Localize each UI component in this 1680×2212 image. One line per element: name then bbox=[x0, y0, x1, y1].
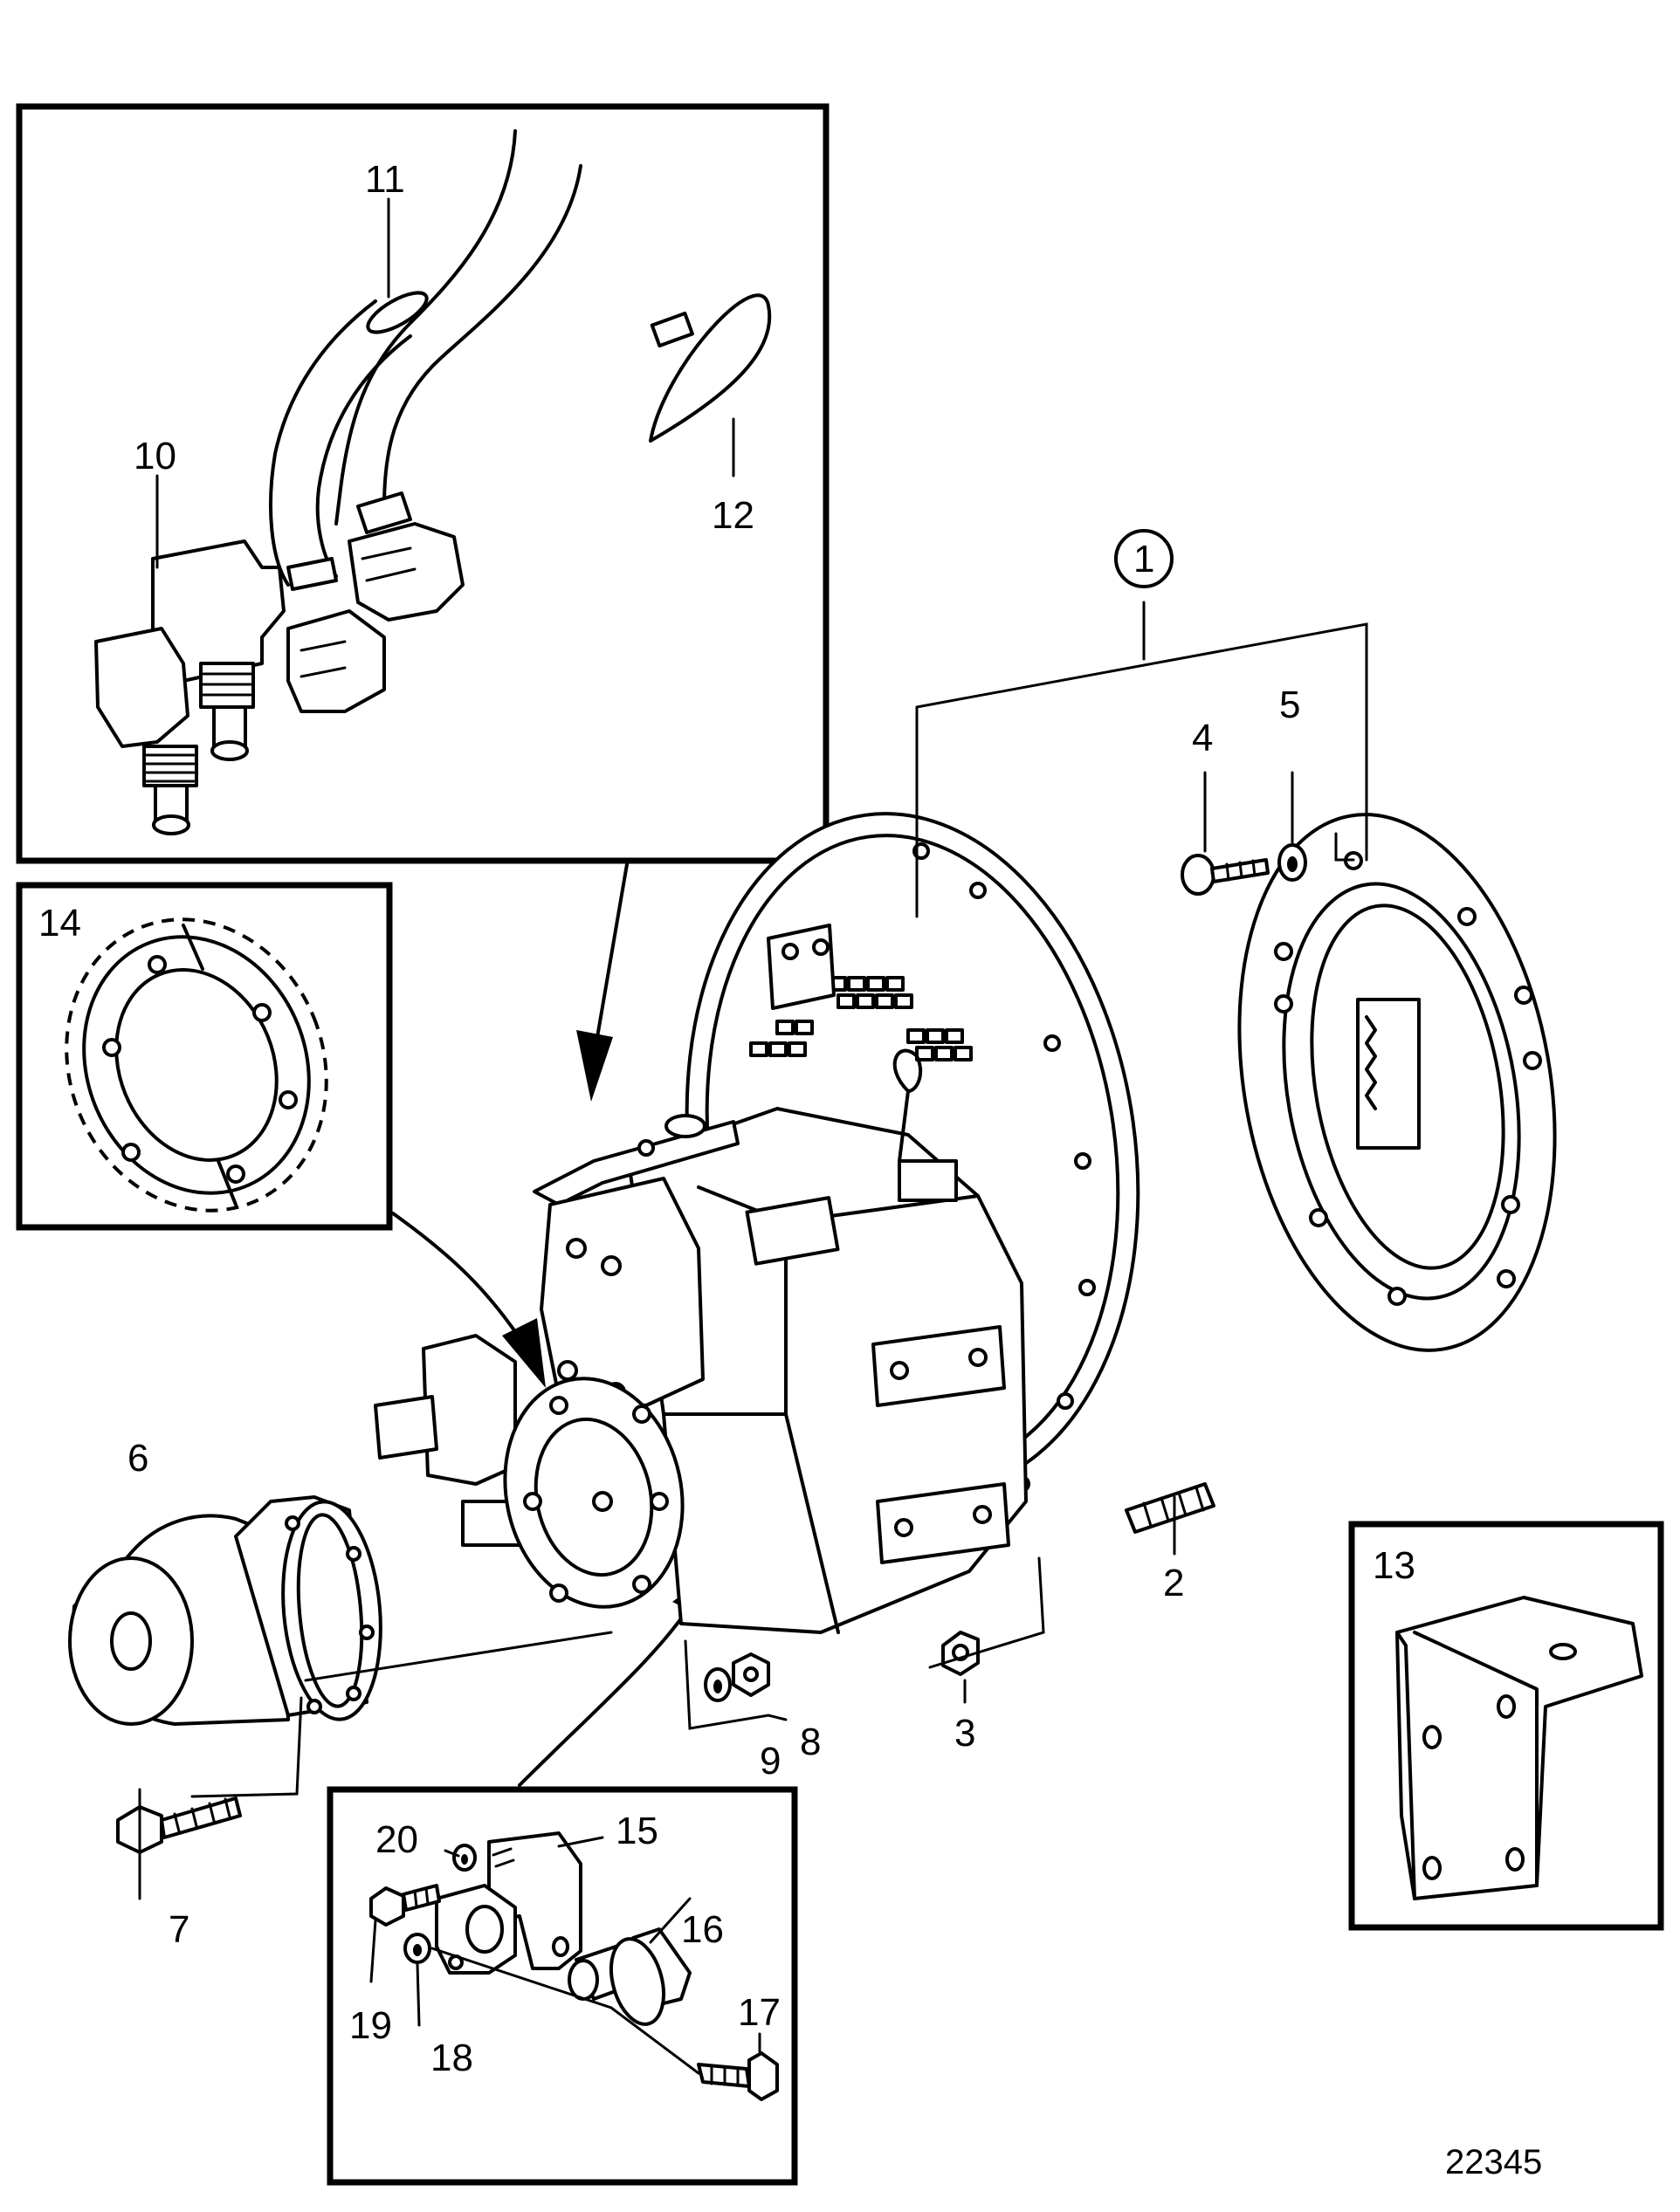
callout-7: 7 bbox=[169, 1908, 189, 1951]
callout-11: 11 bbox=[365, 158, 405, 201]
callout-5: 5 bbox=[1279, 684, 1300, 726]
callout-2: 2 bbox=[1163, 1562, 1184, 1604]
shaft-coupling bbox=[68, 1495, 382, 1726]
flexible-coupling-plate bbox=[1237, 813, 1557, 1352]
callout-14: 14 bbox=[38, 902, 81, 945]
inset-sensor-mount: 20 15 16 17 19 18 bbox=[327, 1786, 798, 2186]
hydraulic-fitting-left bbox=[142, 745, 198, 835]
inset-bracket: 13 bbox=[1348, 1521, 1664, 1931]
callout-20: 20 bbox=[375, 1818, 418, 1861]
callout-1: 1 bbox=[1133, 538, 1154, 580]
callout-12: 12 bbox=[712, 494, 754, 537]
callout-8: 8 bbox=[800, 1721, 821, 1763]
callout-13: 13 bbox=[1373, 1544, 1415, 1587]
callout-16: 16 bbox=[681, 1908, 724, 1951]
inset-sensor-ring: 14 bbox=[16, 882, 393, 1231]
callout-19: 19 bbox=[349, 2004, 392, 2047]
callout-15: 15 bbox=[616, 1810, 658, 1852]
callout-1-circle bbox=[1114, 529, 1174, 588]
callout-18: 18 bbox=[430, 2037, 473, 2079]
callout-6: 6 bbox=[127, 1437, 148, 1480]
callout-10: 10 bbox=[134, 435, 176, 477]
figure-reference-number: 22345 bbox=[1445, 2143, 1542, 2181]
fasteners bbox=[116, 843, 1307, 1854]
inset-wiring-harness: 11 10 12 bbox=[16, 103, 830, 864]
gearbox-assembly bbox=[374, 812, 1140, 1634]
warning-label bbox=[749, 976, 973, 1061]
callout-9: 9 bbox=[760, 1740, 781, 1783]
callout-17: 17 bbox=[738, 1991, 781, 2034]
hydraulic-fitting-right bbox=[199, 662, 255, 761]
output-flange bbox=[503, 1377, 685, 1609]
leader-lines bbox=[138, 601, 1368, 1900]
callout-3: 3 bbox=[954, 1712, 975, 1755]
callout-4: 4 bbox=[1192, 717, 1213, 759]
